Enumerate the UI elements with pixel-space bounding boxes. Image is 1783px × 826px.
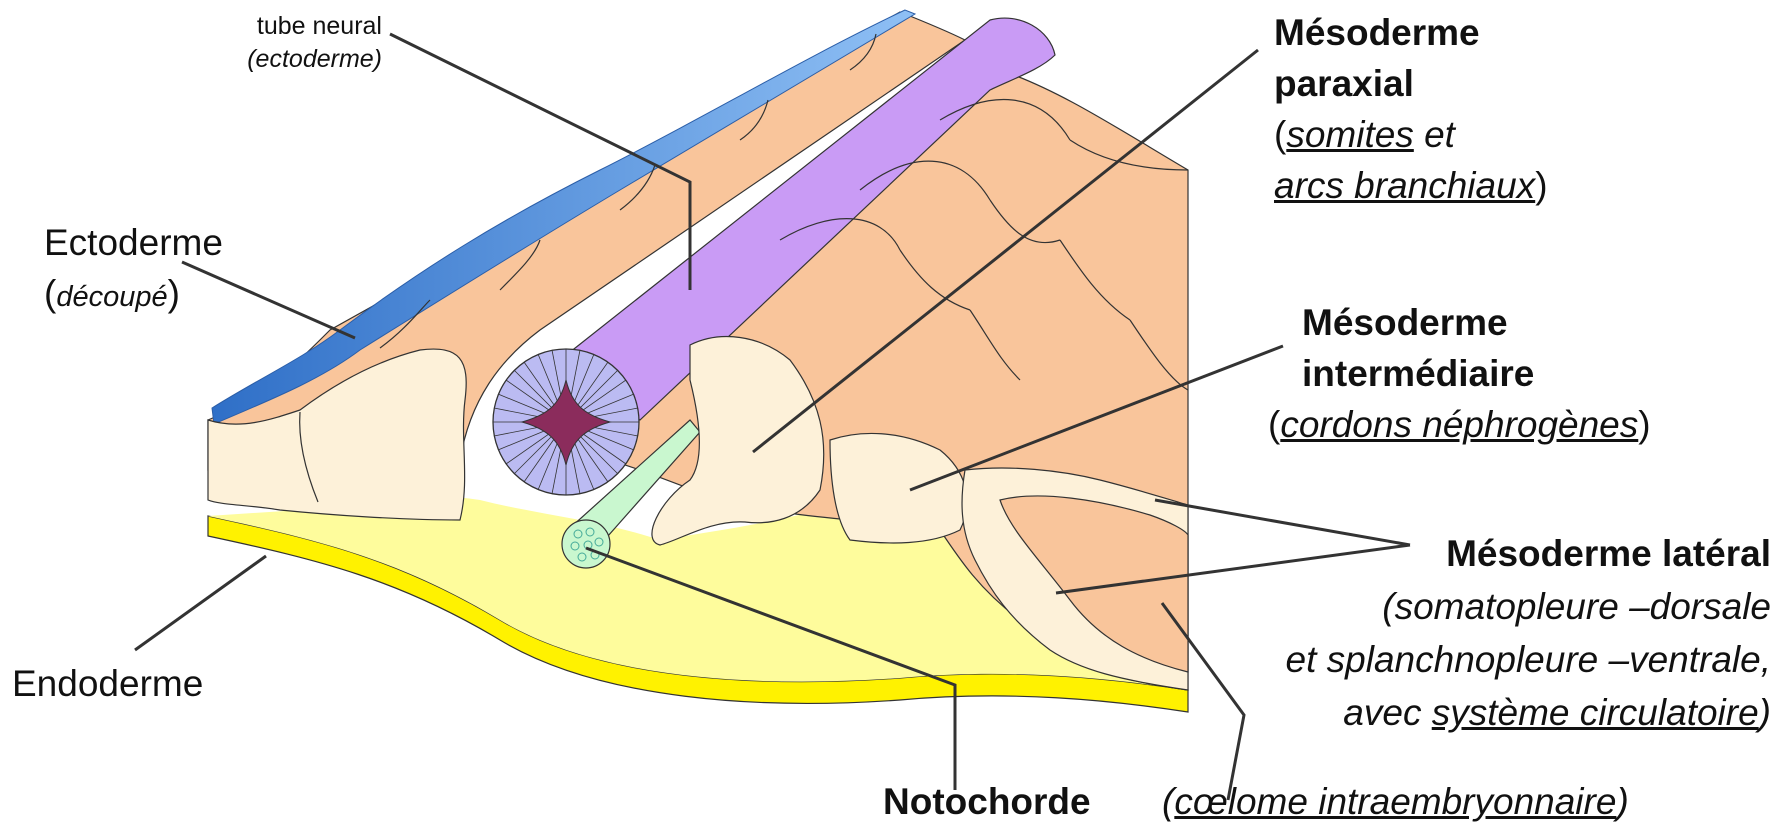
- paraxial-title-line1: Mésoderme: [1274, 14, 1548, 51]
- cordons-nephrogenes-term: cordons néphrogènes: [1280, 404, 1638, 445]
- lateral-mesoderm-label: Mésoderme latéral (somatopleure –dorsale…: [1286, 535, 1771, 731]
- neural-tube-label: tube neural (ectoderme): [232, 14, 382, 72]
- ectoderm-label: Ectoderme (découpé): [44, 224, 223, 312]
- intermediate-mesoderm-label: Mésoderme intermédiaire: [1302, 304, 1534, 392]
- arcs-branchiaux-term: arcs branchiaux: [1274, 165, 1535, 206]
- leader-endoderm: [135, 556, 266, 650]
- lateral-title: Mésoderme latéral: [1286, 535, 1771, 572]
- lateral-line3: et splanchnopleure –ventrale,: [1286, 641, 1771, 678]
- notochord-label: Notochorde: [883, 783, 1091, 820]
- endoderm-label: Endoderme: [12, 665, 203, 702]
- intermediate-title-line2: intermédiaire: [1302, 355, 1534, 392]
- neural-tube-label-line1: tube neural: [232, 14, 382, 39]
- lateral-line2: (somatopleure –dorsale: [1286, 588, 1771, 625]
- paraxial-title-line2: paraxial: [1274, 65, 1548, 102]
- ectoderm-label-line1: Ectoderme: [44, 224, 223, 261]
- coelome-term: cœlome intraembryonnaire: [1174, 781, 1616, 822]
- intermediate-note: (cordons néphrogènes): [1268, 406, 1651, 443]
- systeme-circulatoire-term: système circulatoire: [1432, 692, 1759, 733]
- neural-tube-section: [493, 349, 639, 495]
- notochord-section: [562, 520, 610, 568]
- coelom-label: (cœlome intraembryonnaire): [1162, 783, 1629, 820]
- somites-term: somites: [1286, 114, 1413, 155]
- ectoderm-note: découpé: [56, 281, 167, 313]
- intermediate-title-line1: Mésoderme: [1302, 304, 1534, 341]
- paraxial-mesoderm-label: Mésoderme paraxial (somites et arcs bran…: [1274, 14, 1548, 204]
- neural-tube-label-line2: (ectoderme): [232, 47, 382, 72]
